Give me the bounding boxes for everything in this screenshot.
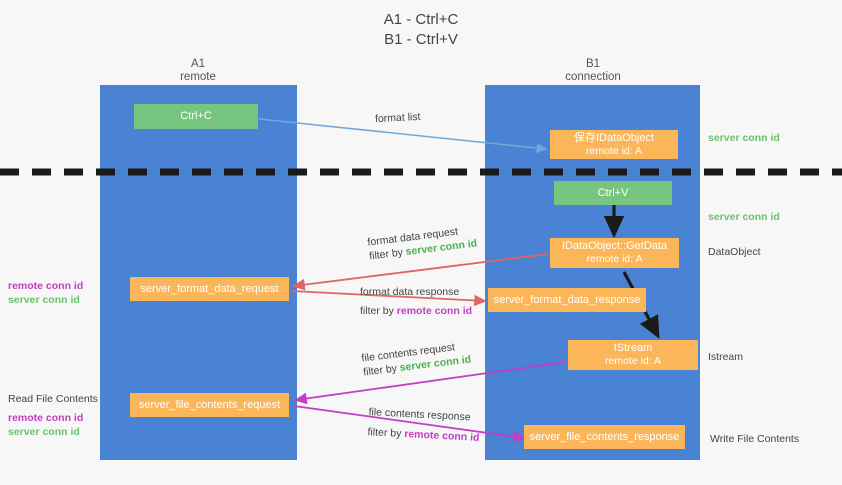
box-save-idataobject-label: 保存IDataObject bbox=[573, 131, 655, 144]
side-label-read-file-contents: Read File Contents bbox=[8, 393, 98, 405]
box-save-idataobject-sub: remote id: A bbox=[585, 144, 643, 157]
edge-label-format-list-text: format list bbox=[374, 110, 421, 126]
lane-a1-sub: remote bbox=[180, 71, 216, 83]
edge-label-format-data-request: format data request filter by server con… bbox=[367, 222, 478, 263]
box-ctrl-c[interactable]: Ctrl+C bbox=[134, 104, 258, 129]
box-ctrl-c-label: Ctrl+C bbox=[180, 110, 212, 122]
edge-label-file-contents-response-filter: filter by remote conn id bbox=[367, 425, 480, 445]
box-server-format-data-request[interactable]: server_format_data_request bbox=[130, 277, 289, 301]
lane-b1-name: B1 bbox=[585, 58, 601, 70]
title-line-1: A1 - Ctrl+C bbox=[383, 11, 459, 28]
box-server-file-contents-request[interactable]: server_file_contents_request bbox=[130, 393, 289, 417]
lane-header-b1: B1 connection bbox=[493, 58, 693, 84]
side-label-remote-conn-id-bottom: remote conn id bbox=[8, 412, 84, 424]
box-getdata-sub: remote id: A bbox=[586, 253, 643, 265]
filter-prefix-4: filter by bbox=[367, 426, 405, 440]
edge-label-file-contents-request: file contents request filter by server c… bbox=[361, 338, 472, 379]
title-line-2: B1 - Ctrl+V bbox=[384, 31, 458, 48]
side-label-server-conn-id-top: server conn id bbox=[708, 132, 780, 144]
edge-label-format-data-response: format data response filter by remote co… bbox=[360, 285, 472, 318]
side-label-server-conn-id-second: server conn id bbox=[708, 211, 780, 223]
box-server-format-data-request-label: server_format_data_request bbox=[140, 282, 279, 295]
box-istream-sub: remote id: A bbox=[604, 355, 662, 367]
box-server-file-contents-response-label: server_file_contents_response bbox=[529, 430, 680, 443]
side-label-dataobject: DataObject bbox=[708, 246, 761, 258]
box-server-file-contents-request-label: server_file_contents_request bbox=[138, 398, 281, 411]
edge-label-format-list: format list bbox=[375, 110, 421, 126]
box-istream-label: IStream bbox=[613, 342, 653, 354]
box-getdata[interactable]: IDataObject::GetData remote id: A bbox=[550, 238, 679, 268]
lane-header-a1: A1 remote bbox=[98, 58, 298, 84]
lane-a1-name: A1 bbox=[190, 58, 206, 70]
box-istream[interactable]: IStream remote id: A bbox=[568, 340, 698, 370]
edge-label-file-contents-response: file contents response filter by remote … bbox=[367, 405, 481, 445]
edge-label-format-data-response-filter: filter by remote conn id bbox=[360, 304, 472, 318]
side-label-remote-conn-id-mid: remote conn id bbox=[8, 280, 84, 292]
box-getdata-label: IDataObject::GetData bbox=[561, 240, 668, 252]
side-label-server-conn-id-mid: server conn id bbox=[8, 294, 80, 306]
filter-prefix-3: filter by bbox=[362, 362, 401, 379]
edge-label-format-data-response-text: format data response bbox=[360, 286, 460, 298]
box-server-format-data-response-label: server_format_data_response bbox=[493, 293, 641, 306]
box-ctrl-v-label: Ctrl+V bbox=[597, 186, 629, 199]
edge-label-file-contents-response-text: file contents response bbox=[368, 406, 471, 424]
diagram-title: A1 - Ctrl+C B1 - Ctrl+V bbox=[0, 10, 842, 50]
side-label-server-conn-id-bottom: server conn id bbox=[8, 426, 80, 438]
filter-prefix-2: filter by bbox=[360, 305, 397, 317]
box-server-format-data-response[interactable]: server_format_data_response bbox=[488, 288, 646, 312]
lane-b1-sub: connection bbox=[565, 71, 621, 83]
filter-prefix-1: filter by bbox=[368, 246, 407, 263]
side-label-write-file-contents: Write File Contents bbox=[710, 433, 800, 445]
side-label-istream: Istream bbox=[708, 351, 744, 363]
box-ctrl-v[interactable]: Ctrl+V bbox=[554, 181, 672, 205]
filter-remote-conn-id-1: remote conn id bbox=[396, 305, 473, 317]
box-save-idataobject[interactable]: 保存IDataObject remote id: A bbox=[550, 130, 678, 159]
filter-remote-conn-id-2: remote conn id bbox=[403, 427, 480, 444]
box-server-file-contents-response[interactable]: server_file_contents_response bbox=[524, 425, 685, 449]
